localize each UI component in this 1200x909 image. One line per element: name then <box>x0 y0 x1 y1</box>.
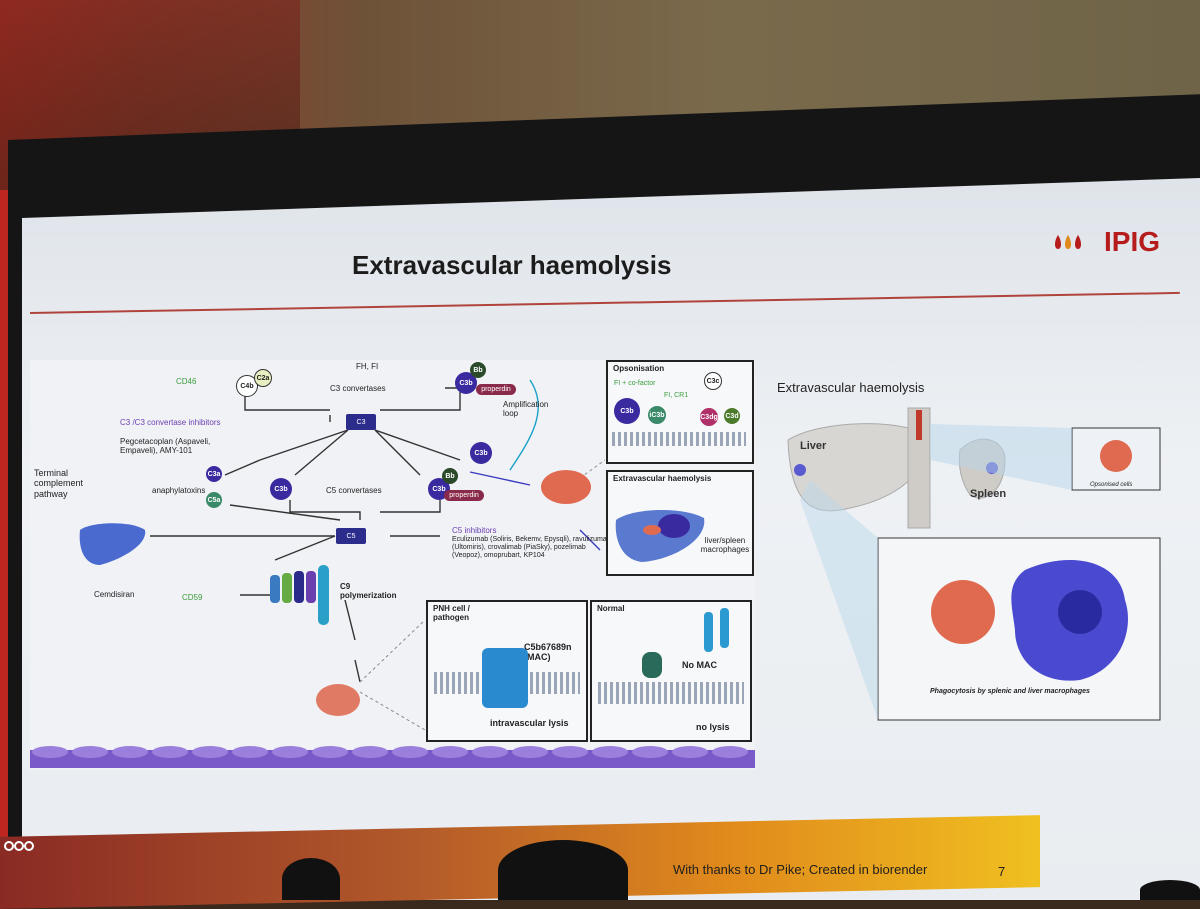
ops-membrane <box>612 432 746 446</box>
liver-spleen-illustration <box>615 509 705 562</box>
macrophages-label: liver/spleen macrophages <box>700 536 750 555</box>
no-mac-label: No MAC <box>682 660 717 670</box>
c5-inhibitors-drugs: Eculizumab (Soliris, Bekemv, Epysqli), r… <box>452 536 611 560</box>
c5-convertases-label: C5 convertases <box>326 486 382 495</box>
c5a-node: C5a <box>206 492 222 508</box>
opsonisation-title: Opsonisation <box>613 364 665 373</box>
fi-cofactor-label: FI + co-factor <box>614 380 656 387</box>
c3-node: C3 <box>346 414 376 430</box>
normal-panel-title: Normal <box>597 604 625 613</box>
slide-title: Extravascular haemolysis <box>352 250 672 280</box>
cemdisiran-label: Cemdisiran <box>94 590 135 599</box>
pnh-panel: PNH cell / pathogen C5b67689n (MAC) intr… <box>426 600 588 742</box>
footer-credit: With thanks to Dr Pike; Created in biore… <box>673 862 928 877</box>
ipig-logo: IPIG <box>1052 226 1160 258</box>
phagocytosis-label: Phagocytosis by splenic and liver macrop… <box>930 688 1090 695</box>
anaphylatoxins-label: anaphylatoxins <box>152 486 206 495</box>
intravascular-lysis-label: intravascular lysis <box>490 718 569 728</box>
spleen-label: Spleen <box>970 488 1007 500</box>
c3a-node: C3a <box>206 466 222 482</box>
pnh-panel-title: PNH cell / pathogen <box>433 604 470 622</box>
evh-panel: Extravascular haemolysis liver/spleen ma… <box>606 470 754 576</box>
audience-head-2 <box>498 840 628 900</box>
right-section-title: Extravascular haemolysis <box>777 380 925 395</box>
cd59-label: CD59 <box>182 593 203 602</box>
c5-inhibitors-title: C5 inhibitors <box>452 526 497 535</box>
organ-macrophage-illustration: Liver Spleen Opsonised cells Phagocytosi… <box>780 400 1180 730</box>
footer-logo-icon <box>4 841 34 851</box>
c3d-node: C3d <box>724 408 740 424</box>
audience-head-1 <box>282 858 340 900</box>
cd46-label: CD46 <box>176 377 197 386</box>
c4b-node: C4b <box>236 375 258 397</box>
opsonised-cells-label: Opsonised cells <box>1090 482 1133 488</box>
c3c-node: C3c <box>704 372 722 390</box>
c3dg-node: C3dg <box>700 408 718 426</box>
opsonisation-panel: Opsonisation FI + co-factor FI, CR1 C3b … <box>606 360 754 464</box>
mac-label: C5b67689n (MAC) <box>524 642 572 663</box>
c9-polymerization-label: C9 polymerization <box>340 582 397 601</box>
c3-convertases-label: C3 convertases <box>330 384 386 393</box>
liver-label: Liver <box>800 440 827 452</box>
logo-drops-icon <box>1055 235 1081 249</box>
c9-free-1 <box>704 612 713 652</box>
c3-inhibitors-title: C3 /C3 convertase inhibitors <box>120 418 221 427</box>
c3-inhibitors-drugs: Pegcetacoplan (Aspaveli, Empaveli), AMY-… <box>120 437 211 456</box>
c5-node: C5 <box>336 528 366 544</box>
organ-illustration <box>787 407 1161 721</box>
fh-fi-label: FH, FI <box>356 362 379 371</box>
properdin-top: properdin <box>476 384 516 395</box>
complement-pathway-diagram: CD46 FH, FI C3 convertases C5 convertase… <box>30 360 755 770</box>
c3b-node-right: C3b <box>470 442 492 464</box>
bb-node-top: Bb <box>470 362 486 378</box>
terminal-pathway-label: Terminal complement pathway <box>34 468 84 499</box>
evh-panel-title: Extravascular haemolysis <box>613 474 712 483</box>
fi-cr1-label: FI, CR1 <box>664 392 689 399</box>
c2a-node: C2a <box>254 369 272 387</box>
normal-panel: Normal No MAC no lysis <box>590 600 752 742</box>
bb-node-mid: Bb <box>442 468 458 484</box>
mac-pore <box>482 648 528 708</box>
cd59-protein <box>642 652 662 678</box>
c3b-node-left: C3b <box>270 478 292 500</box>
page-number: 7 <box>998 864 1006 879</box>
pathway-arrows <box>30 379 755 768</box>
properdin-mid: properdin <box>444 490 484 501</box>
audience-head-3 <box>1140 880 1200 900</box>
c3b-node-top: C3b <box>455 372 477 394</box>
c9-free-2 <box>720 608 729 648</box>
amplification-loop-label: Amplification loop <box>503 400 549 419</box>
normal-membrane <box>598 682 744 704</box>
c3b-ops-node: C3b <box>614 398 640 424</box>
logo-text: IPIG <box>1104 226 1161 257</box>
ic3b-node: iC3b <box>648 406 666 424</box>
no-lysis-label: no lysis <box>696 722 730 732</box>
